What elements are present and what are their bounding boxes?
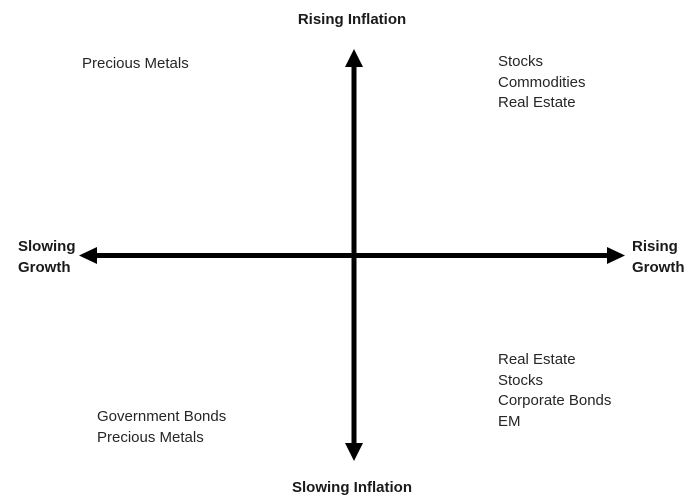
asset-item: Real Estate xyxy=(498,94,576,111)
right-arrowhead-icon xyxy=(607,247,625,264)
asset-item: Precious Metals xyxy=(82,55,189,72)
asset-item: Government Bonds xyxy=(97,408,227,425)
axis-title-line: Growth xyxy=(632,259,685,276)
quadrant-bottom-left-list: Government Bonds Precious Metals xyxy=(97,407,226,448)
axis-title-slowing-growth: Slowing Growth xyxy=(18,236,76,278)
axis-title-line: Rising xyxy=(632,238,678,255)
asset-item: Stocks xyxy=(498,371,544,389)
axis-title-line: Growth xyxy=(18,259,71,276)
horizontal-axis-line xyxy=(92,253,612,258)
quadrant-bottom-right-list: Real Estate Stocks Corporate Bonds EM xyxy=(498,350,611,432)
asset-item: Stocks xyxy=(498,53,544,70)
asset-item: EM xyxy=(498,412,521,430)
up-arrowhead-icon xyxy=(345,49,363,67)
axis-title-line: Slowing xyxy=(18,238,76,255)
asset-item: Precious Metals xyxy=(97,428,204,446)
down-arrowhead-icon xyxy=(345,443,363,461)
left-arrowhead-icon xyxy=(79,247,97,264)
quadrant-top-left-list: Precious Metals xyxy=(82,54,189,75)
axis-title-rising-growth: Rising Growth xyxy=(632,236,685,278)
asset-item: Corporate Bonds xyxy=(498,392,612,409)
asset-item: Commodities xyxy=(498,73,586,91)
asset-item: Real Estate xyxy=(498,351,576,368)
quadrant-top-right-list: Stocks Commodities Real Estate xyxy=(498,52,586,114)
axis-title-slowing-inflation: Slowing Inflation xyxy=(292,479,412,496)
axis-title-rising-inflation: Rising Inflation xyxy=(297,11,407,28)
